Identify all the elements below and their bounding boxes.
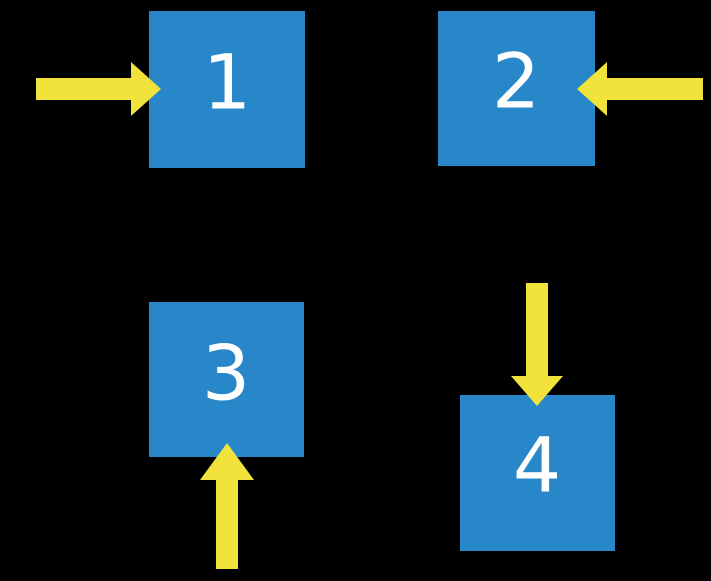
box-1 [149, 11, 305, 168]
arrow-left-icon [577, 62, 703, 116]
box-4-label: 4 [513, 421, 561, 510]
arrow-down-icon [511, 283, 563, 406]
box-2-group: 2 [438, 11, 703, 166]
box-1-group: 1 [36, 11, 305, 168]
box-1-label: 1 [203, 38, 251, 127]
box-4-group: 4 [460, 283, 615, 551]
box-4 [460, 395, 615, 551]
box-3-group: 3 [149, 302, 304, 569]
arrow-up-icon [200, 443, 254, 569]
box-3-label: 3 [202, 329, 250, 418]
box-3 [149, 302, 304, 457]
box-2-label: 2 [492, 37, 540, 126]
box-2 [438, 11, 595, 166]
arrow-right-icon [36, 62, 161, 116]
